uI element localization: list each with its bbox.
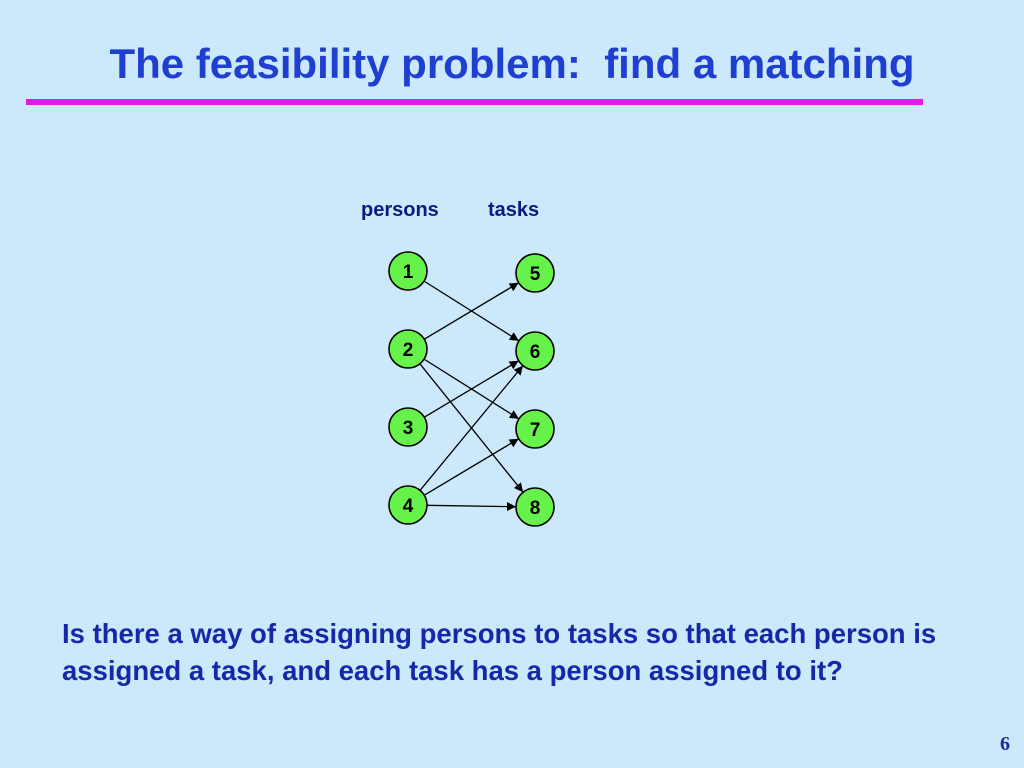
person-node-circle	[388, 485, 428, 525]
edge-2-to-5	[423, 282, 520, 340]
slide-title: The feasibility problem: find a matching	[109, 40, 915, 87]
title-underline	[26, 99, 923, 105]
task-node-6: 6	[515, 331, 555, 371]
person-node-1: 1	[388, 251, 428, 291]
person-node-label: 1	[403, 262, 414, 283]
person-node-3: 3	[388, 407, 428, 447]
persons-column-label: persons	[361, 199, 439, 221]
edge-4-to-7	[423, 438, 520, 496]
person-node-circle	[388, 251, 428, 291]
person-node-label: 4	[403, 496, 414, 517]
page-number: 6	[1000, 733, 1010, 755]
task-node-5: 5	[515, 253, 555, 293]
task-node-label: 7	[530, 420, 541, 441]
task-node-circle	[515, 253, 555, 293]
task-node-7: 7	[515, 409, 555, 449]
task-node-circle	[515, 331, 555, 371]
task-node-circle	[515, 409, 555, 449]
task-node-circle	[515, 487, 555, 527]
task-node-label: 8	[530, 498, 541, 519]
person-node-2: 2	[388, 329, 428, 369]
task-node-label: 5	[530, 264, 541, 285]
person-node-circle	[388, 329, 428, 369]
task-node-label: 6	[530, 342, 541, 363]
task-node-8: 8	[515, 487, 555, 527]
edge-3-to-6	[423, 360, 520, 418]
edge-4-to-8	[426, 502, 517, 512]
tasks-column-label: tasks	[488, 199, 540, 221]
person-node-label: 2	[403, 340, 414, 361]
person-node-4: 4	[388, 485, 428, 525]
person-node-circle	[388, 407, 428, 447]
edge-4-to-6	[419, 365, 524, 491]
question-text: Is there a way of assigning persons to t…	[62, 618, 937, 686]
person-node-label: 3	[403, 418, 414, 439]
